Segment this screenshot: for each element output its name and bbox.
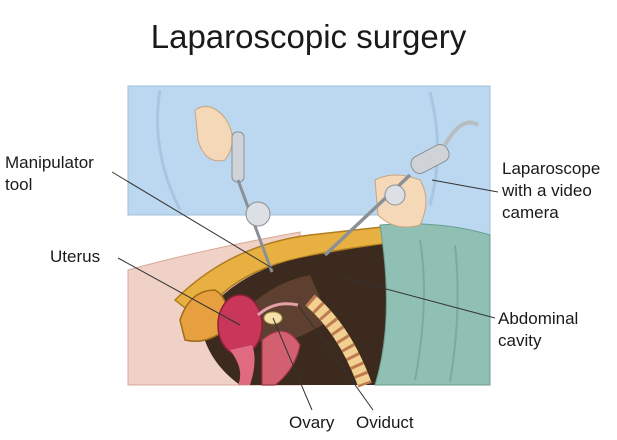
label-manipulator-line2: tool xyxy=(5,175,33,194)
label-ovary-text: Ovary xyxy=(289,413,335,432)
leader-manipulator xyxy=(111,171,273,269)
rectum xyxy=(261,330,301,386)
label-abdominal-line2: cavity xyxy=(498,331,542,350)
label-uterus-text: Uterus xyxy=(50,247,101,266)
leader-ovary xyxy=(272,317,313,411)
label-oviduct-text: Oviduct xyxy=(356,413,414,432)
surgical-drape xyxy=(374,223,491,386)
leader-laparoscope xyxy=(431,179,499,193)
label-abdominal-line1: Abdominal xyxy=(498,309,579,328)
gown-fold xyxy=(156,89,182,211)
label-laparoscope-line1: Laparoscope xyxy=(502,159,601,178)
label-abdominal: Abdominal cavity xyxy=(498,308,578,352)
diagram-title: Laparoscopic surgery xyxy=(150,18,467,55)
manipulator-handle xyxy=(231,131,245,183)
leader-abdominal xyxy=(344,277,496,319)
leader-uterus xyxy=(117,257,241,326)
label-oviduct: Oviduct xyxy=(356,412,414,434)
drape-fold xyxy=(414,239,425,381)
camera-cable xyxy=(443,120,480,146)
label-uterus: Uterus xyxy=(50,246,100,268)
spine-segments xyxy=(305,294,372,388)
label-manipulator: Manipulator tool xyxy=(5,152,94,196)
leader-oviduct xyxy=(297,304,374,411)
drape-fold xyxy=(449,244,459,383)
label-laparoscope: Laparoscope with a video camera xyxy=(502,158,600,224)
label-ovary: Ovary xyxy=(289,412,334,434)
label-laparoscope-line3: camera xyxy=(502,203,559,222)
label-manipulator-line1: Manipulator xyxy=(5,153,94,172)
camera-head xyxy=(410,143,450,175)
label-laparoscope-line2: with a video xyxy=(502,181,592,200)
trocar-left xyxy=(245,201,271,227)
oviduct-shape xyxy=(257,302,299,317)
trocar-right xyxy=(384,184,406,206)
vagina xyxy=(230,345,255,385)
